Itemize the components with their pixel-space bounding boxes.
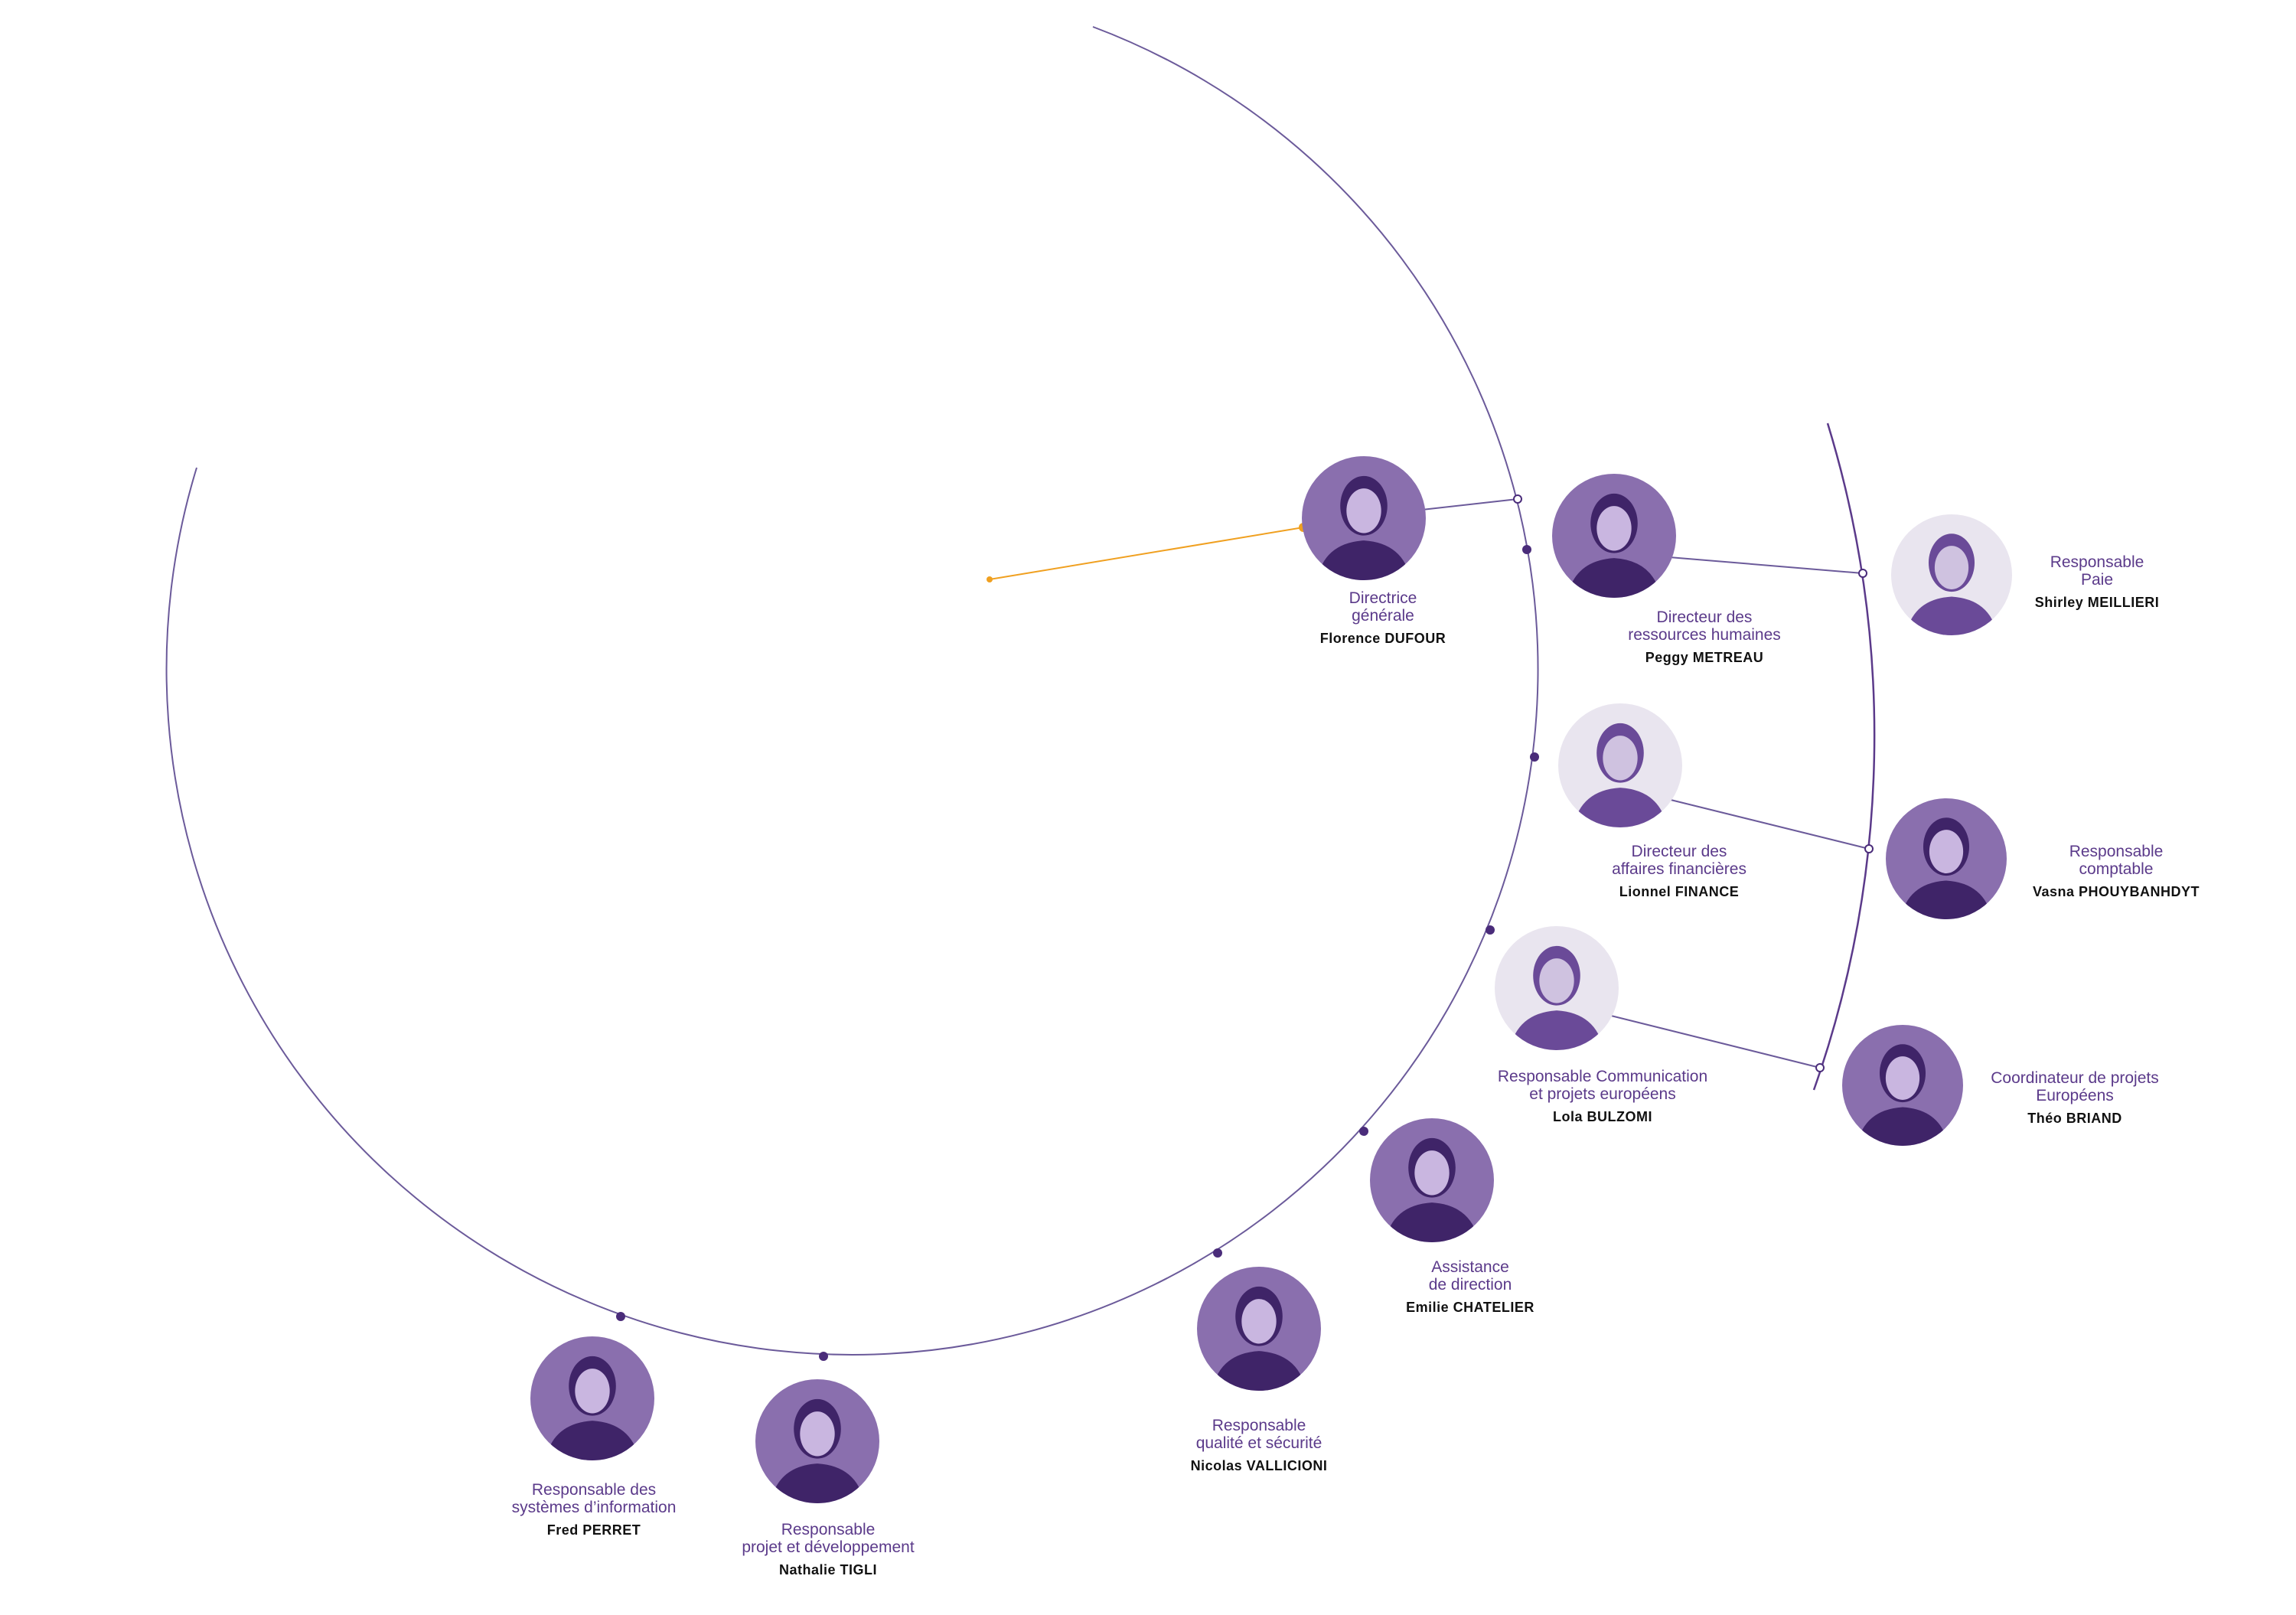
role-title: Directrice xyxy=(1349,589,1417,607)
connector-line xyxy=(1610,1015,1821,1069)
portrait-icon xyxy=(530,1336,654,1460)
portrait-icon xyxy=(1302,456,1426,580)
role-title: de direction xyxy=(1428,1276,1512,1294)
person-photo xyxy=(1197,1267,1321,1391)
person-name: Fred PERRET xyxy=(546,1522,641,1538)
connector-line xyxy=(1421,498,1518,511)
person-photo xyxy=(1370,1118,1494,1242)
portrait-icon xyxy=(1552,474,1676,598)
portrait-icon xyxy=(1842,1025,1963,1146)
person-photo xyxy=(1842,1025,1963,1146)
role-title: générale xyxy=(1352,607,1414,625)
node-open xyxy=(1858,569,1867,578)
node-dot xyxy=(1359,1127,1368,1136)
person-name: Nicolas VALLICIONI xyxy=(1190,1458,1328,1473)
person-name: Peggy METREAU xyxy=(1645,650,1764,665)
person-photo xyxy=(1886,798,2007,919)
person-name: Théo BRIAND xyxy=(2027,1111,2122,1126)
role-title: Paie xyxy=(2080,571,2114,589)
portrait-icon xyxy=(1886,798,2007,919)
node-open xyxy=(1513,494,1522,504)
node-dot xyxy=(1213,1248,1222,1258)
node-open xyxy=(1864,844,1874,853)
role-title: Européens xyxy=(2036,1087,2114,1104)
portrait-icon xyxy=(1558,703,1682,827)
person-name: Shirley MEILLIERI xyxy=(2034,595,2160,610)
portrait-icon xyxy=(755,1379,879,1503)
role-title: Directeur des xyxy=(1656,608,1753,626)
person-photo xyxy=(1302,456,1426,580)
portrait-icon xyxy=(1370,1118,1494,1242)
person-name: Nathalie TIGLI xyxy=(778,1562,878,1577)
role-title: Coordinateur de projets xyxy=(1991,1069,2159,1087)
portrait-icon xyxy=(1891,514,2012,635)
portrait-icon xyxy=(1495,926,1619,1050)
role-title: Responsable xyxy=(1212,1417,1306,1434)
connector-line xyxy=(1668,556,1864,574)
person-photo xyxy=(530,1336,654,1460)
node-open xyxy=(1815,1063,1825,1072)
role-title: systèmes d’information xyxy=(511,1499,677,1516)
person-name: Vasna PHOUYBANHDYT xyxy=(2032,884,2200,899)
role-title: et projets européens xyxy=(1529,1085,1676,1103)
node-dot xyxy=(1486,925,1495,935)
person-name: Lionnel FINANCE xyxy=(1619,884,1740,899)
role-title: Responsable Communication xyxy=(1497,1068,1708,1085)
person-name: Lola BULZOMI xyxy=(1553,1109,1652,1124)
role-title: ressources humaines xyxy=(1628,626,1781,644)
node-dot xyxy=(819,1352,828,1361)
role-title: qualité et sécurité xyxy=(1195,1434,1322,1452)
main-arc xyxy=(165,26,1539,1356)
highlight-connector xyxy=(989,527,1304,580)
person-photo xyxy=(1891,514,2012,635)
role-title: Responsable xyxy=(2050,553,2144,571)
node-dot xyxy=(616,1312,625,1321)
role-title: Responsable des xyxy=(531,1481,657,1499)
person-photo xyxy=(1558,703,1682,827)
secondary-arc xyxy=(1812,423,1876,1091)
role-title: Responsable xyxy=(781,1521,876,1538)
role-title: projet et développement xyxy=(742,1538,915,1556)
node-dot xyxy=(1522,545,1531,554)
role-title: Directeur des xyxy=(1631,843,1727,860)
person-photo xyxy=(1552,474,1676,598)
person-name: Florence DUFOUR xyxy=(1319,631,1446,646)
connector-line xyxy=(1670,799,1870,850)
role-title: Assistance xyxy=(1431,1258,1509,1276)
person-photo xyxy=(1495,926,1619,1050)
role-title: Responsable xyxy=(2069,843,2164,860)
person-photo xyxy=(755,1379,879,1503)
portrait-icon xyxy=(1197,1267,1321,1391)
role-title: affaires financières xyxy=(1612,860,1746,878)
highlight-dot xyxy=(987,576,993,582)
role-title: comptable xyxy=(2079,860,2154,878)
person-name: Emilie CHATELIER xyxy=(1406,1300,1534,1315)
node-dot xyxy=(1530,752,1539,762)
